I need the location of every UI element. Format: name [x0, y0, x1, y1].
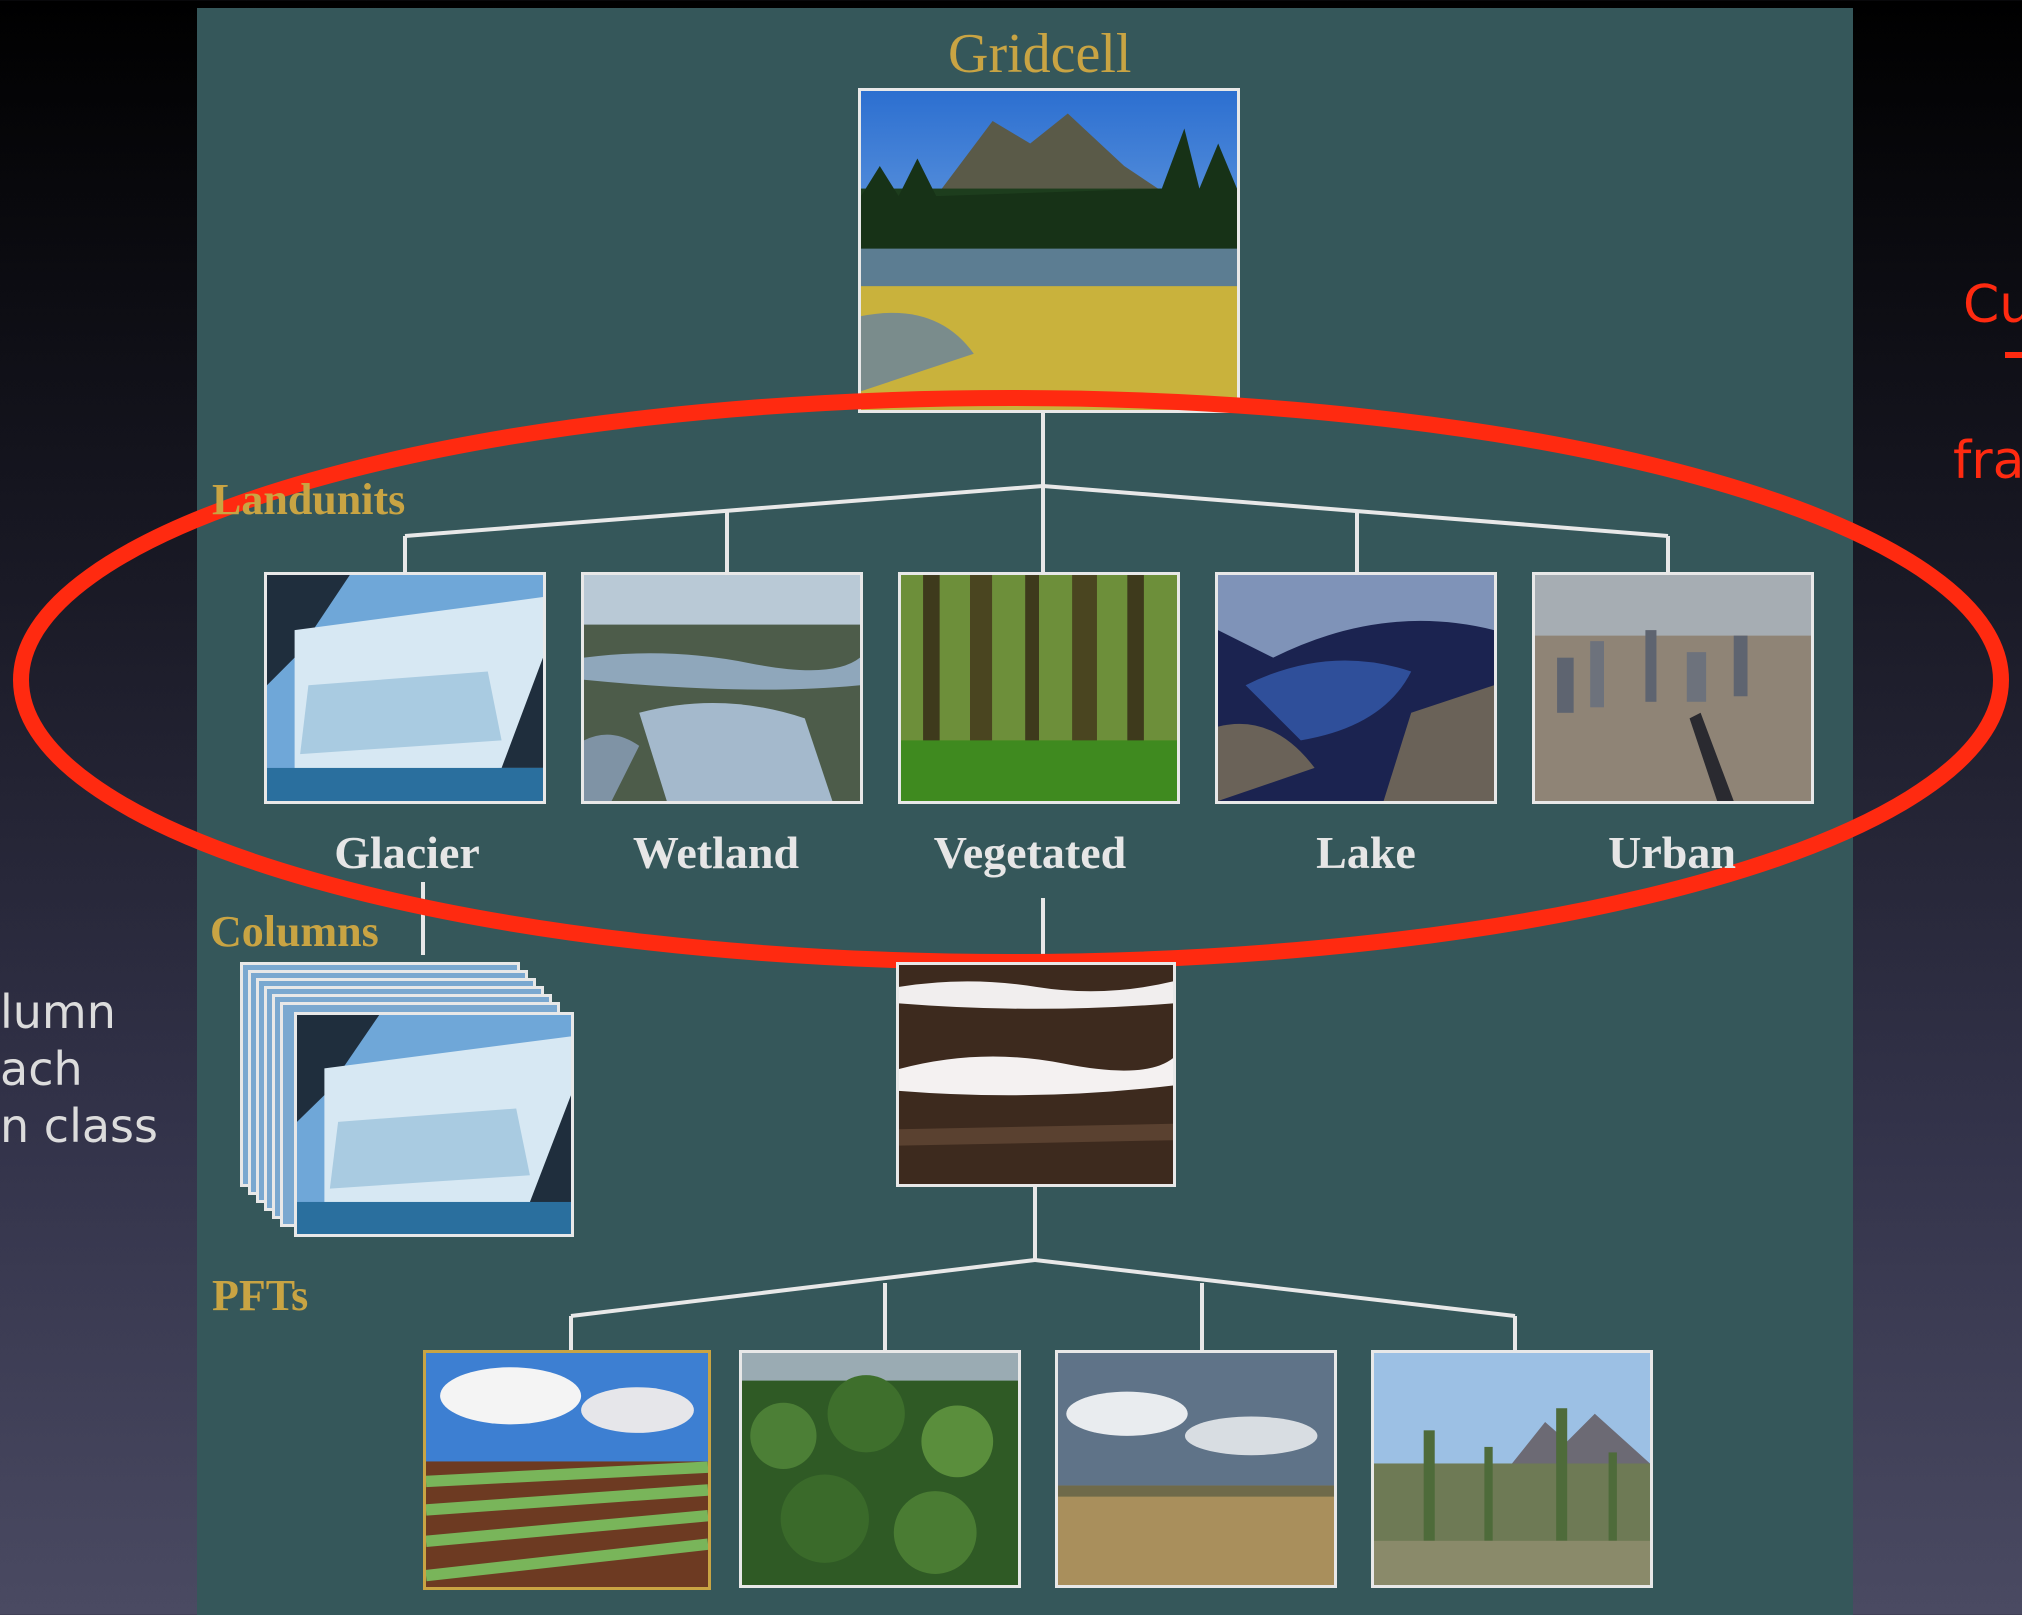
left-annotation: lumn ach n class: [0, 984, 158, 1155]
wetland-photo-icon: [584, 575, 860, 801]
landunit-urban-photo: [1532, 572, 1814, 804]
city-aerial-photo-icon: [1535, 575, 1811, 801]
pft-grass-photo: [1055, 1350, 1337, 1588]
landunits-header: Landunits: [212, 475, 406, 524]
pft-desert-photo: [1371, 1350, 1653, 1588]
landunit-vegetated-label: Vegetated: [933, 827, 1127, 878]
tropical-forest-photo-icon: [742, 1353, 1018, 1585]
grassland-photo-icon: [1058, 1353, 1334, 1585]
right-annotation: Cu fra: [1953, 266, 2022, 500]
gridcell-title: Gridcell: [948, 23, 1132, 85]
mountain-forest-photo-icon: [861, 91, 1237, 410]
glacier-photo-icon: [267, 575, 543, 801]
left-annotation-line-1: lumn: [0, 985, 116, 1039]
right-annotation-line-1: Cu: [1963, 275, 2022, 335]
forest-photo-icon: [901, 575, 1177, 801]
column-glacier-photo: [294, 1012, 574, 1237]
landunit-glacier-label: Glacier: [334, 827, 480, 878]
pfts-header: PFTs: [212, 1271, 309, 1320]
lake-aerial-photo-icon: [1218, 575, 1494, 801]
landunit-lake-photo: [1215, 572, 1497, 804]
left-annotation-line-2: ach: [0, 1042, 83, 1096]
landunit-wetland-label: Wetland: [632, 827, 800, 878]
pft-crop-photo: [423, 1350, 711, 1590]
landunit-urban-label: Urban: [1608, 827, 1736, 878]
left-annotation-line-3: n class: [0, 1099, 158, 1153]
right-annotation-fragment: [2005, 352, 2022, 358]
vegetated-column-photo: [896, 962, 1176, 1187]
landunit-wetland-photo: [581, 572, 863, 804]
landunit-glacier-photo: [264, 572, 546, 804]
pft-forest-photo: [739, 1350, 1021, 1588]
landunit-lake-label: Lake: [1316, 827, 1416, 878]
snow-soil-photo-icon: [899, 965, 1173, 1184]
right-annotation-line-3: fra: [1953, 431, 2022, 491]
landunit-vegetated-photo: [898, 572, 1180, 804]
glacier-photo-icon: [297, 1015, 571, 1234]
gridcell-photo: [858, 88, 1240, 413]
crop-field-photo-icon: [426, 1353, 708, 1587]
column-stack: [240, 962, 600, 1272]
desert-cactus-photo-icon: [1374, 1353, 1650, 1585]
columns-header: Columns: [210, 907, 379, 956]
